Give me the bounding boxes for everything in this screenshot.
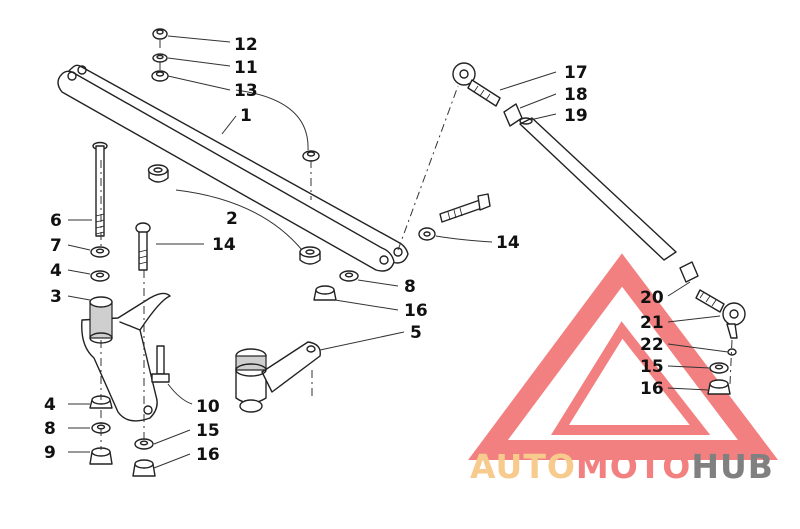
part-link-arm bbox=[57, 64, 409, 272]
callout-18: 18 bbox=[564, 85, 588, 105]
assembly-lines bbox=[100, 40, 733, 450]
part-bushing-2b bbox=[299, 246, 321, 265]
part-washer-14b-side bbox=[418, 227, 436, 241]
part-bolt-14b bbox=[439, 193, 491, 223]
part-nut-16c bbox=[707, 379, 731, 395]
callout-4-upper: 4 bbox=[50, 261, 62, 281]
callout-7: 7 bbox=[50, 236, 62, 256]
part-rod-end-21 bbox=[695, 289, 746, 339]
part-nut-9 bbox=[89, 447, 113, 465]
leader-lines bbox=[67, 35, 729, 469]
callout-19: 19 bbox=[564, 106, 588, 126]
part-nut-16b bbox=[313, 285, 337, 301]
callout-11: 11 bbox=[234, 58, 258, 78]
callout-10: 10 bbox=[196, 397, 220, 417]
part-nut-16a bbox=[132, 459, 156, 477]
part-bushing-2a bbox=[147, 164, 169, 183]
callout-14-right: 14 bbox=[496, 233, 520, 253]
callout-15-left: 15 bbox=[196, 421, 220, 441]
callout-8-center: 8 bbox=[404, 277, 416, 297]
callout-8-left: 8 bbox=[44, 419, 56, 439]
callout-9: 9 bbox=[44, 443, 56, 463]
watermark-triangle-outer bbox=[468, 253, 779, 460]
part-washer-7 bbox=[90, 246, 110, 258]
callout-3: 3 bbox=[50, 287, 62, 307]
watermark-logo: AUTOMOTOHUB bbox=[468, 253, 779, 486]
callout-16-left: 16 bbox=[196, 445, 220, 465]
part-steering-arm-5 bbox=[235, 341, 321, 413]
callout-2: 2 bbox=[226, 209, 238, 229]
part-washer-11 bbox=[152, 53, 168, 63]
callout-20: 20 bbox=[640, 288, 664, 308]
callout-13: 13 bbox=[234, 81, 258, 101]
callout-16-center: 16 bbox=[404, 301, 428, 321]
part-washer-15a bbox=[134, 438, 154, 450]
part-washer-4a bbox=[90, 270, 110, 282]
part-pivot-bracket-3 bbox=[81, 292, 171, 422]
watermark-text: AUTOMOTOHUB bbox=[470, 447, 774, 486]
part-washer-15b bbox=[709, 362, 729, 374]
part-bushing-13 bbox=[151, 70, 169, 82]
part-bolt-6 bbox=[92, 141, 108, 237]
part-bolt-14a bbox=[135, 222, 151, 271]
callout-17: 17 bbox=[564, 63, 588, 83]
part-nut-12 bbox=[152, 28, 168, 40]
part-jam-nut-20 bbox=[679, 261, 699, 283]
watermark-triangle-inner bbox=[551, 321, 711, 435]
callout-1: 1 bbox=[240, 106, 252, 126]
watermark-word-auto: AUTO bbox=[470, 447, 576, 486]
part-jam-nut-18 bbox=[503, 103, 523, 127]
callout-4-lower: 4 bbox=[44, 395, 56, 415]
part-rod-end-17 bbox=[452, 62, 501, 107]
part-bushing-13b bbox=[302, 150, 320, 162]
part-tie-rod-19 bbox=[519, 117, 677, 261]
callout-14-left: 14 bbox=[212, 235, 236, 255]
watermark-word-moto: MOTO bbox=[576, 447, 691, 486]
callout-12: 12 bbox=[234, 35, 258, 55]
callout-labels: 12 11 13 1 2 6 7 4 3 14 4 8 9 10 15 16 5… bbox=[44, 35, 664, 465]
part-washer-8b bbox=[339, 270, 359, 282]
watermark-word-hub: HUB bbox=[691, 447, 774, 486]
callout-22: 22 bbox=[640, 335, 664, 355]
callout-5: 5 bbox=[410, 323, 422, 343]
part-bolt-10 bbox=[151, 345, 170, 383]
callout-6: 6 bbox=[50, 211, 62, 231]
callout-15-right: 15 bbox=[640, 357, 664, 377]
callout-21: 21 bbox=[640, 313, 664, 333]
callout-16-right: 16 bbox=[640, 379, 664, 399]
part-washer-22 bbox=[727, 348, 737, 356]
